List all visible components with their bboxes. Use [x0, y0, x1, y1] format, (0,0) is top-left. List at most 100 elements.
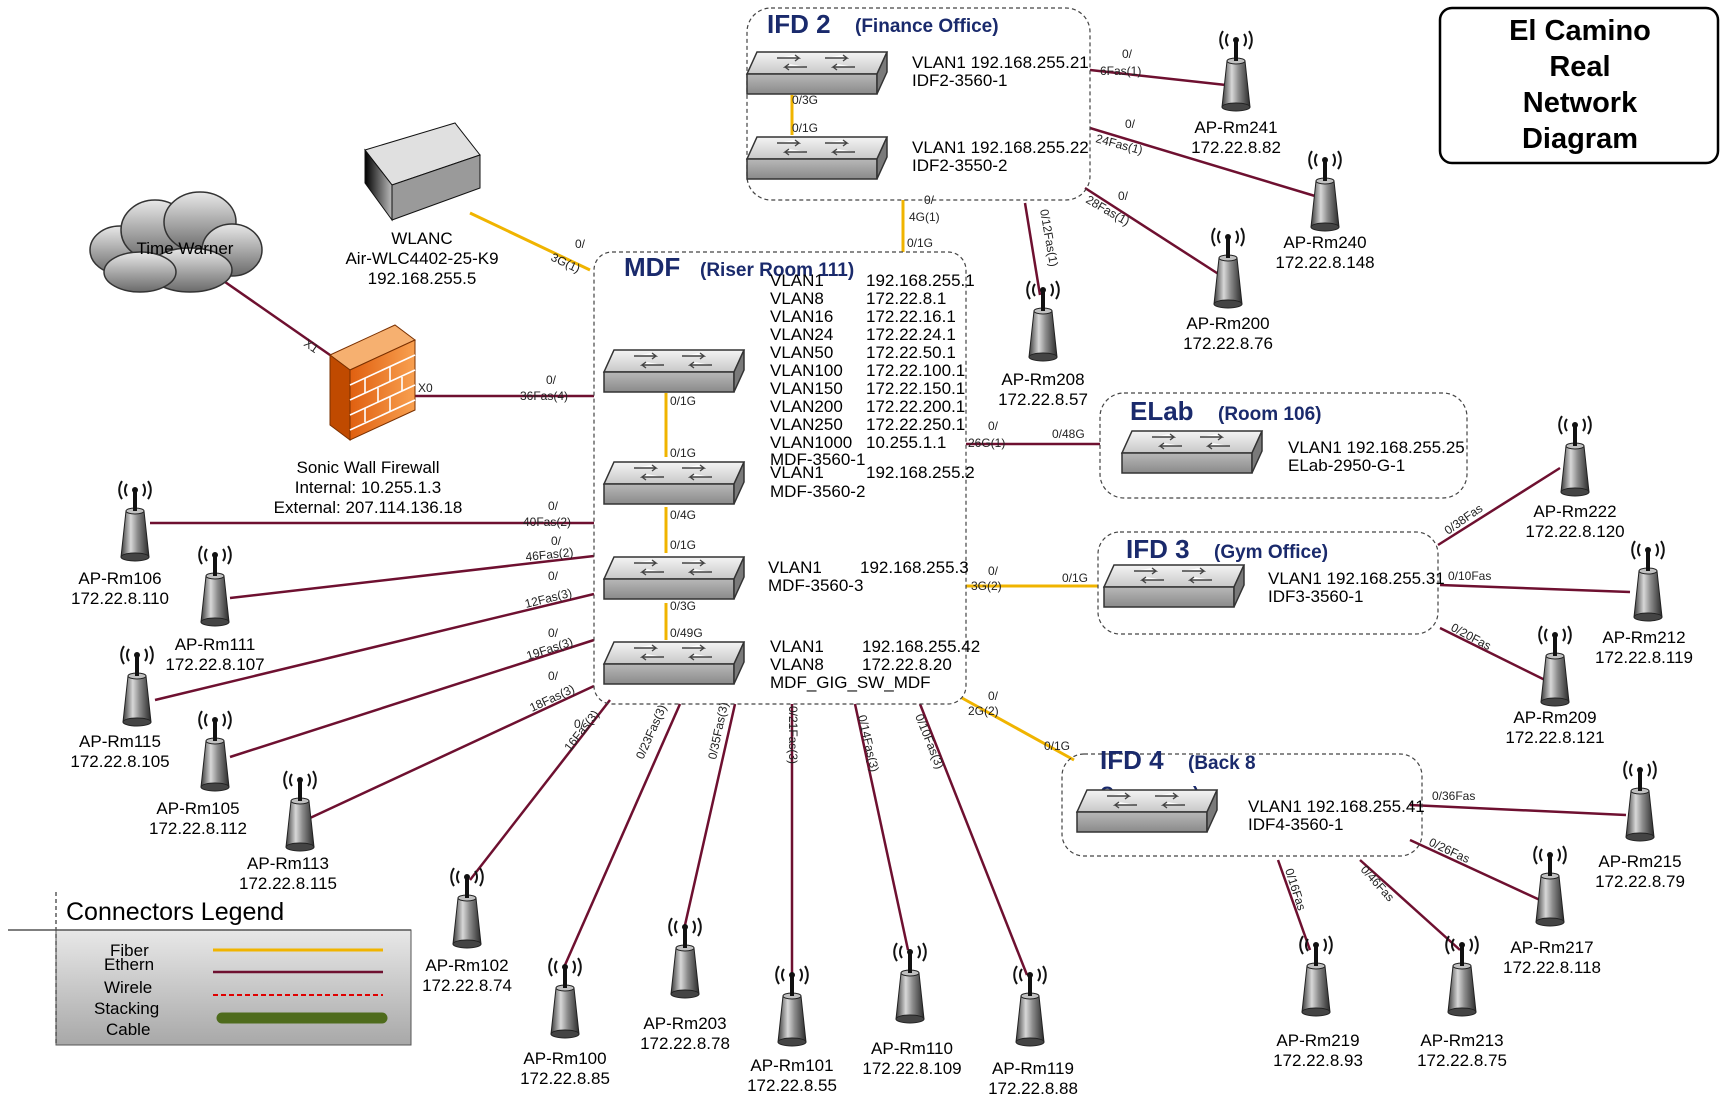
port-label: 16Fas(3) [561, 707, 602, 753]
port-label: 0/10Fas [1448, 569, 1491, 583]
ap-name: AP-Rm240 [1283, 233, 1366, 252]
access-point: AP-Rm113 172.22.8.115 [239, 769, 337, 893]
switch-name: MDF-3560-3 [768, 576, 863, 595]
ap-name: AP-Rm100 [523, 1049, 606, 1068]
ap-ip: 172.22.8.55 [747, 1076, 837, 1095]
vlan-name: VLAN1 [770, 271, 824, 290]
mdf-switch-4-icon [603, 641, 745, 685]
access-point-icon [774, 964, 810, 1048]
mdf-switch-3-label: VLAN1 192.168.255.3 MDF-3560-3 [768, 558, 969, 595]
port-label: 0/3G [792, 93, 818, 107]
access-point: AP-Rm219 172.22.8.93 [1273, 934, 1363, 1070]
ap-name: AP-Rm219 [1276, 1031, 1359, 1050]
ap-name: AP-Rm111 [175, 635, 256, 654]
vlan-name: VLAN200 [770, 397, 843, 416]
ap-ip: 172.22.8.119 [1595, 648, 1693, 667]
eth-mdf-ap115 [154, 592, 595, 702]
port-label: 0/26Fas [1427, 835, 1472, 866]
eth-mdf-ap102 [469, 699, 611, 881]
port-label: 0/ [1125, 117, 1136, 131]
ap-name: AP-Rm105 [156, 799, 239, 818]
port-label: 0/ [924, 193, 935, 207]
ifd2-switch-2-icon [746, 136, 888, 180]
eth-ifd2-ap241 [1089, 68, 1227, 87]
vlan-name: VLAN50 [770, 343, 833, 362]
firewall-external-ip: External: 207.114.136.18 [274, 498, 463, 517]
access-point: AP-Rm222 172.22.8.120 [1525, 414, 1625, 541]
ifd3-title-text: IFD 3 [1126, 534, 1190, 564]
port-label: 2G(2) [968, 704, 999, 718]
ap-ip: 172.22.8.105 [70, 752, 169, 771]
ap-ip: 172.22.8.118 [1503, 958, 1601, 977]
ap-name: AP-Rm119 [992, 1059, 1074, 1078]
eth-ifd3-ap209 [1439, 626, 1546, 682]
access-point-icon [1298, 934, 1334, 1018]
vlan-line: VLAN1 192.168.255.25 [1288, 438, 1465, 457]
time-warner-cloud: Time Warner [89, 191, 263, 293]
access-point: AP-Rm105 172.22.8.112 [149, 709, 247, 838]
ap-ip: 172.22.8.78 [640, 1034, 730, 1053]
port-label: 0/10Fas(3) [912, 712, 947, 771]
wlanc-device: WLANC Air-WLC4402-25-K9 192.168.255.5 [345, 122, 499, 288]
port-label: 0/1G [907, 236, 933, 250]
vlan-line: VLAN1 192.168.255.31 [1268, 569, 1445, 588]
port-label: 0/46Fas [1358, 863, 1397, 905]
ifd3-title: IFD 3 (Gym Office) [1126, 534, 1328, 564]
ap-ip: 172.22.8.79 [1595, 872, 1685, 891]
ap-name: AP-Rm110 [871, 1039, 953, 1058]
port-label: 24Fas(1) [1094, 131, 1144, 157]
vlan-name: VLAN150 [770, 379, 843, 398]
ap-name: AP-Rm209 [1513, 708, 1596, 727]
port-label: 0/1G [670, 538, 696, 552]
port-label: 6Fas(1) [1100, 64, 1141, 78]
access-point-icon [282, 769, 318, 853]
port-label: 0/ [575, 237, 586, 251]
eth-ifd2-ap200 [1084, 186, 1221, 277]
port-label: 0/1G [670, 446, 696, 460]
legend-fiber-label: Fiber [110, 941, 149, 960]
port-label: 0/16Fas [1282, 867, 1309, 913]
port-label: 0/49G [670, 626, 703, 640]
eth-mdf-ap203 [683, 703, 737, 926]
access-point-icon [1537, 624, 1573, 708]
switch-name: ELab-2950-G-1 [1288, 456, 1405, 475]
port-label: X0 [418, 381, 433, 395]
port-label: 0/3G [670, 599, 696, 613]
access-point: AP-Rm102 172.22.8.74 [422, 866, 512, 995]
ap-name: AP-Rm222 [1533, 502, 1616, 521]
elab-title: ELab (Room 106) [1130, 396, 1321, 426]
access-point-icon [1630, 539, 1666, 623]
port-label: 0/ [548, 499, 559, 513]
access-point: AP-Rm111 172.22.8.107 [165, 544, 265, 674]
ap-ip: 172.22.8.110 [71, 589, 169, 608]
mdf-switch-2-icon [603, 461, 745, 505]
vlan-name: VLAN100 [770, 361, 843, 380]
port-label: 0/23Fas(3) [633, 703, 669, 762]
legend-stacking-label: Stacking [94, 999, 159, 1018]
elab-box [1099, 392, 1468, 499]
access-points: AP-Rm241 172.22.8.82 AP-Rm240 172.22.8.1… [70, 29, 1693, 1098]
vlan-ip: 172.22.50.1 [866, 343, 956, 362]
eth-mdf-ap100 [563, 703, 682, 966]
vlan-name: VLAN16 [770, 307, 833, 326]
access-point-icon [1444, 934, 1480, 1018]
ifd4-switch-label: VLAN1 192.168.255.41 IDF4-3560-1 [1248, 797, 1425, 834]
elab-title-text: ELab [1130, 396, 1194, 426]
mdf-title-text: MDF [624, 252, 680, 282]
fiber-mdf-ifd4 [961, 696, 1075, 762]
access-point: AP-Rm110 172.22.8.109 [862, 941, 962, 1078]
mdf-switch-1-icon [603, 349, 745, 393]
vlan-ip: 192.168.255.1 [866, 271, 975, 290]
ifd4-subtitle-text: (Back 8 [1188, 753, 1256, 774]
port-label: 0/ [548, 669, 559, 683]
mdf-subtitle-text: (Riser Room 111) [700, 260, 854, 281]
ifd3-subtitle-text: (Gym Office) [1214, 542, 1328, 563]
access-point-icon [1307, 149, 1343, 233]
access-point-icon [1557, 414, 1593, 498]
access-point: AP-Rm212 172.22.8.119 [1595, 539, 1693, 667]
port-label: 0/48G [1052, 427, 1085, 441]
vlan-ip: 192.168.255.2 [866, 463, 975, 482]
eth-ifd2-ap240 [1089, 126, 1316, 198]
port-label: 0/ [548, 626, 559, 640]
